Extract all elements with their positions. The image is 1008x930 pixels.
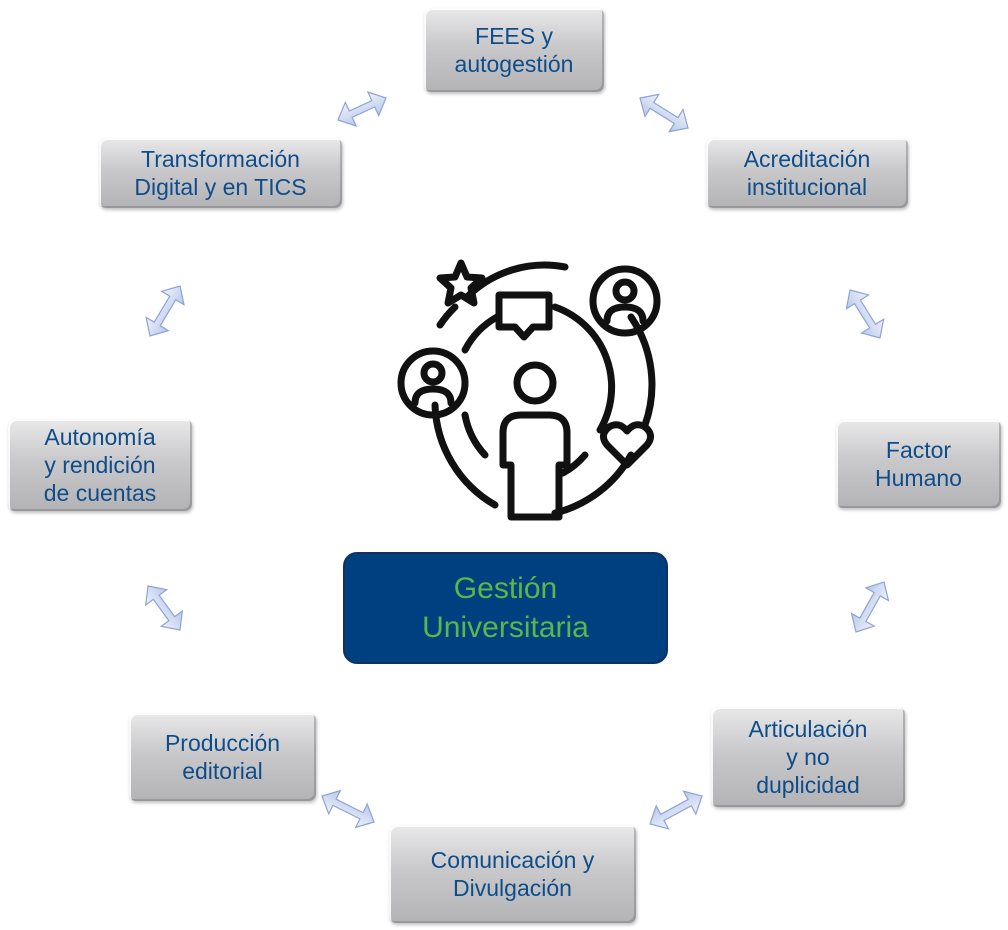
center-node: Gestión Universitaria: [343, 552, 668, 664]
node-acreditacion: Acreditación institucional: [706, 138, 908, 208]
orbit-arc: [463, 261, 569, 301]
orbit-arc: [431, 401, 499, 509]
arrow-produccion-autonomia: [144, 585, 184, 631]
node-factor-humano: Factor Humano: [836, 420, 1001, 508]
orbit-arc: [551, 303, 616, 434]
orbit-arc: [461, 313, 501, 354]
node-articulacion: Articulación y no duplicidad: [711, 707, 905, 807]
node-autonomia: Autonomía y rendición de cuentas: [8, 419, 192, 511]
arrow-transformacion-fees: [337, 91, 387, 127]
arrow-acreditacion-factor: [845, 289, 885, 339]
orbit-arc: [436, 303, 459, 329]
arrow-articulacion-comunicacion: [649, 790, 703, 830]
node-transformacion: Transformación Digital y en TICS: [99, 138, 342, 208]
orbit-arc: [559, 451, 589, 477]
arrow-autonomia-transformacion: [145, 285, 185, 337]
people-network-icon: [397, 259, 661, 521]
orbit-arc: [461, 411, 489, 459]
arrow-factor-articulacion: [850, 581, 890, 633]
node-produccion: Producción editorial: [129, 713, 316, 801]
node-fees: FEES y autogestión: [424, 8, 604, 92]
node-comunicacion: Comunicación y Divulgación: [389, 825, 636, 923]
arrow-comunicacion-produccion: [321, 789, 375, 829]
arrow-fees-acreditacion: [639, 93, 689, 133]
